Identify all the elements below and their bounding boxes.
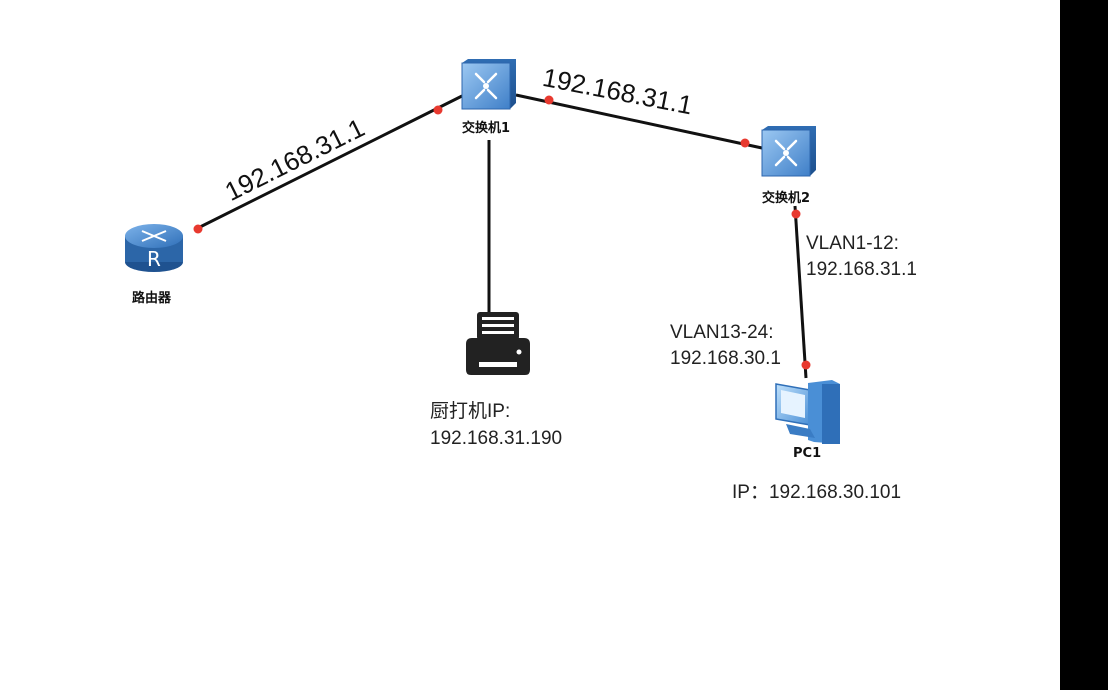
topology-svg: R [125,59,840,444]
pc1-ip-label: IP：192.168.30.101 [732,482,902,503]
diagram-canvas: R [125,59,917,503]
port-dot [740,138,750,148]
link-switch2-pc1[interactable] [793,205,808,379]
port-dots [193,95,811,370]
port-dot [193,224,203,234]
port-dot [544,95,554,105]
pc1-icon[interactable] [775,380,840,444]
switch1-label: 交换机1 [462,121,511,136]
router-label: 路由器 [132,291,172,306]
switch1-icon[interactable] [461,59,516,110]
links [195,93,808,379]
printer-icon[interactable] [466,312,530,375]
link-switch1-switch2[interactable] [515,93,763,150]
port-dot [433,105,443,115]
vlan-b-label: VLAN13-24: [670,322,774,343]
link-router-switch1[interactable] [195,94,463,231]
vlan-a-label: VLAN1-12: [806,233,899,254]
pc1-label: PC1 [793,446,822,461]
vlan-b-value: 192.168.30.1 [670,348,781,369]
printer-ip-label: 厨打机IP: [430,401,511,422]
switch2-icon[interactable] [761,126,816,177]
right-edge-bar [1060,0,1108,690]
vlan-a-value: 192.168.31.1 [806,259,917,280]
router-icon[interactable]: R [125,224,183,272]
svg-text:R: R [147,247,161,271]
printer-ip-value: 192.168.31.190 [430,428,563,449]
switch2-label: 交换机2 [762,191,811,206]
port-dot [791,209,801,219]
port-dot [801,360,811,370]
